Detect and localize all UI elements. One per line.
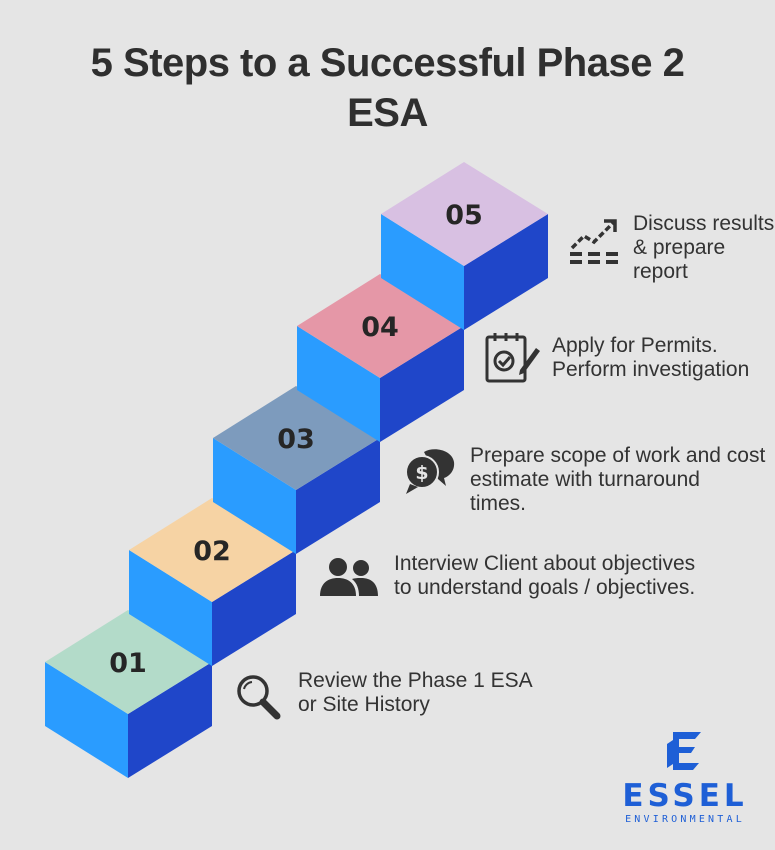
step-block-4: 04 [297, 274, 464, 442]
step-5-number: 05 [445, 200, 483, 231]
step-1-line-1: Review the Phase 1 ESA [298, 669, 533, 692]
step-4-line-1: Apply for Permits. [552, 334, 718, 357]
step-2-top-face [129, 498, 296, 602]
title-line-2: ESA [347, 91, 428, 135]
step-2-left-face [129, 550, 212, 666]
logo-subtitle: ENVIRONMENTAL [625, 814, 745, 825]
checklist-icon [485, 333, 540, 383]
step-1-number: 01 [109, 648, 147, 679]
step-5-description: Discuss results & prepare report [633, 212, 774, 284]
step-4-description: Apply for Permits. Perform investigation [552, 334, 749, 382]
logo-wordmark: ESSEL [622, 778, 748, 814]
step-3-top-face [213, 386, 380, 490]
step-3-description: Prepare scope of work and cost estimate … [470, 444, 765, 516]
step-5-line-3: report [633, 260, 688, 283]
step-3-line-1: Prepare scope of work and cost [470, 444, 766, 467]
page-title: 5 Steps to a Successful Phase 2 ESA [40, 38, 735, 138]
step-3-left-face [213, 438, 296, 554]
step-5-line-2: & prepare [633, 236, 726, 259]
step-1-description: Review the Phase 1 ESA or Site History [298, 669, 533, 717]
chat-dollar-icon: $ [405, 449, 455, 494]
step-block-1: 01 [45, 610, 212, 778]
step-1-top-face [45, 610, 212, 714]
title-line-1: 5 Steps to a Successful Phase 2 [90, 41, 685, 85]
growth-chart-icon [570, 219, 618, 264]
step-block-5: 05 [381, 162, 548, 330]
step-3-line-3: times. [470, 492, 527, 515]
step-2-line-1: Interview Client about objectives [394, 552, 696, 575]
step-2-right-face [212, 550, 296, 666]
magnifier-icon [237, 675, 281, 720]
step-4-left-face [297, 326, 380, 442]
step-2-number: 02 [193, 536, 231, 567]
step-4-number: 04 [361, 312, 399, 343]
step-3-right-face [296, 438, 380, 554]
step-4-line-2: Perform investigation [552, 358, 750, 381]
step-5-line-1: Discuss results [633, 212, 775, 235]
people-icon [320, 558, 378, 596]
step-4-top-face [297, 274, 464, 378]
step-2-description: Interview Client about objectives to und… [394, 552, 695, 600]
logo-mark-icon [667, 732, 701, 770]
svg-text:$: $ [415, 462, 428, 484]
step-block-2: 02 [129, 498, 296, 666]
step-5-left-face [381, 214, 464, 330]
step-1-left-face [45, 662, 128, 778]
step-5-top-face [381, 162, 548, 266]
step-3-line-2: estimate with turnaround [470, 468, 700, 491]
step-3-number: 03 [277, 424, 315, 455]
step-2-line-2: to understand goals / objectives. [394, 576, 696, 599]
step-4-right-face [380, 326, 464, 442]
step-5-right-face [464, 214, 548, 330]
step-1-right-face [128, 662, 212, 778]
step-block-3: 03 [213, 386, 380, 554]
step-1-line-2: or Site History [298, 693, 430, 716]
